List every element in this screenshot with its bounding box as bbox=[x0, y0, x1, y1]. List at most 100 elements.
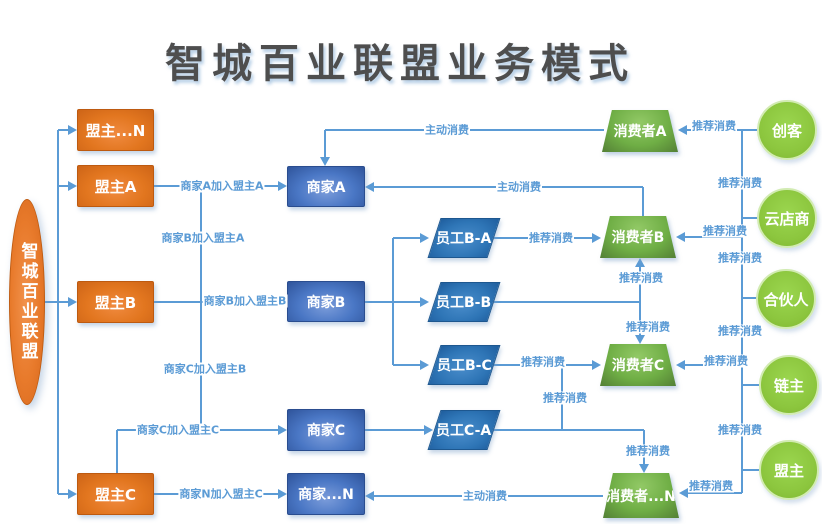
edge-label: 主动消费 bbox=[496, 180, 542, 194]
node-consumer-c: 消费者C bbox=[600, 344, 676, 386]
node-role-maker-circle: 创客 bbox=[757, 100, 817, 160]
consumer-c-label: 消费者C bbox=[611, 358, 665, 374]
leader-c-box-shape: 盟主C bbox=[77, 473, 154, 515]
edge-label: 商家C加入盟主C bbox=[135, 423, 221, 437]
connector-line bbox=[639, 302, 641, 337]
connector-line bbox=[741, 130, 743, 493]
arrowhead bbox=[365, 491, 374, 501]
connector-line bbox=[324, 130, 326, 159]
node-consumer-a: 消费者A bbox=[602, 110, 678, 152]
employee-b-a-shape: 员工B-A bbox=[427, 218, 501, 258]
edge-label: 推荐消费 bbox=[703, 354, 749, 368]
employee-b-c-shape: 员工B-C bbox=[427, 345, 501, 385]
arrowhead bbox=[420, 233, 429, 243]
node-employee-b-b: 员工B-B bbox=[427, 282, 501, 322]
leader-b-box-shape: 盟主B bbox=[77, 281, 154, 323]
connector-line bbox=[58, 493, 70, 495]
leader-a-box-label: 盟主A bbox=[94, 177, 137, 196]
arrowhead bbox=[592, 233, 601, 243]
consumer-b-label: 消费者B bbox=[611, 230, 665, 246]
connector-line bbox=[742, 217, 758, 219]
arrowhead bbox=[278, 181, 287, 191]
edge-label: 商家N加入盟主C bbox=[178, 487, 264, 501]
employee-b-c-label: 员工B-C bbox=[436, 358, 492, 374]
node-merchant-c-box: 商家C bbox=[287, 409, 365, 451]
arrowhead bbox=[592, 360, 601, 370]
arrowhead bbox=[678, 125, 687, 135]
node-employee-b-a: 员工B-A bbox=[427, 218, 501, 258]
arrowhead bbox=[420, 360, 429, 370]
edge-label: 推荐消费 bbox=[625, 444, 671, 458]
connector-line bbox=[393, 237, 422, 239]
connector-line bbox=[45, 301, 70, 303]
edge-label: 推荐消费 bbox=[625, 320, 671, 334]
connector-line bbox=[365, 301, 393, 303]
role-cloud-shop-circle-shape: 云店商 bbox=[757, 188, 817, 248]
edge-label: 商家B加入盟主B bbox=[202, 294, 288, 308]
role-maker-circle-label: 创客 bbox=[771, 121, 802, 140]
edge-label: 主动消费 bbox=[424, 123, 470, 137]
connector-line bbox=[393, 301, 422, 303]
node-leader-a-box: 盟主A bbox=[77, 165, 154, 207]
node-consumer-b: 消费者B bbox=[600, 216, 676, 258]
merchant-a-box-label: 商家A bbox=[306, 179, 346, 196]
employee-b-b-shape: 员工B-B bbox=[427, 282, 501, 322]
connector-line bbox=[116, 430, 118, 474]
edge-label: 商家B加入盟主A bbox=[160, 231, 246, 245]
merchant-n-box-shape: 商家...N bbox=[287, 473, 365, 515]
merchant-b-box-shape: 商家B bbox=[287, 281, 365, 322]
merchant-a-box-shape: 商家A bbox=[287, 166, 365, 207]
arrowhead bbox=[424, 425, 433, 435]
consumer-n-label: 消费者...N bbox=[606, 488, 676, 505]
node-merchant-a-box: 商家A bbox=[287, 166, 365, 207]
node-alliance-ellipse: 智城百业联盟 bbox=[9, 199, 45, 405]
edge-label: 推荐消费 bbox=[618, 271, 664, 285]
leader-n-box-shape: 盟主...N bbox=[77, 109, 154, 151]
role-chain-leader-circle-label: 链主 bbox=[773, 376, 804, 395]
role-league-leader-circle-shape: 盟主 bbox=[759, 440, 819, 500]
role-cloud-shop-circle-label: 云店商 bbox=[764, 209, 810, 228]
connector-line bbox=[688, 492, 742, 494]
node-employee-b-c: 员工B-C bbox=[427, 345, 501, 385]
connector-line bbox=[200, 186, 202, 430]
arrowhead bbox=[278, 425, 287, 435]
arrowhead bbox=[635, 258, 645, 267]
role-chain-leader-circle-shape: 链主 bbox=[759, 355, 819, 415]
edge-label: 推荐消费 bbox=[691, 119, 737, 133]
consumer-b-shape: 消费者B bbox=[600, 216, 676, 258]
connector-line bbox=[494, 429, 644, 431]
arrowhead bbox=[639, 464, 649, 473]
edge-label: 商家A加入盟主A bbox=[179, 179, 265, 193]
merchant-n-box-label: 商家...N bbox=[298, 487, 354, 503]
role-maker-circle-shape: 创客 bbox=[757, 100, 817, 160]
role-partner-circle-label: 合伙人 bbox=[763, 290, 809, 309]
edge-label: 推荐消费 bbox=[717, 324, 763, 338]
edge-label: 推荐消费 bbox=[688, 479, 734, 493]
arrowhead bbox=[278, 489, 287, 499]
edge-label: 主动消费 bbox=[462, 489, 508, 503]
node-merchant-b-box: 商家B bbox=[287, 281, 365, 322]
connector-line bbox=[742, 469, 759, 471]
node-leader-n-box: 盟主...N bbox=[77, 109, 154, 151]
connector-line bbox=[494, 301, 640, 303]
connector-line bbox=[365, 429, 426, 431]
consumer-a-label: 消费者A bbox=[613, 124, 667, 140]
edge-label: 商家C加入盟主B bbox=[162, 362, 248, 376]
merchant-c-box-label: 商家C bbox=[306, 423, 346, 439]
connector-line bbox=[642, 187, 644, 216]
node-role-chain-leader-circle: 链主 bbox=[759, 355, 819, 415]
node-merchant-n-box: 商家...N bbox=[287, 473, 365, 515]
arrowhead bbox=[420, 297, 429, 307]
arrowhead bbox=[676, 232, 685, 242]
arrowhead bbox=[635, 335, 645, 344]
arrowhead bbox=[68, 181, 77, 191]
edge-label: 推荐消费 bbox=[717, 251, 763, 265]
merchant-b-box-label: 商家B bbox=[306, 294, 346, 311]
node-leader-c-box: 盟主C bbox=[77, 473, 154, 515]
alliance-ellipse-label: 智城百业联盟 bbox=[17, 242, 38, 362]
connector-line bbox=[742, 384, 759, 386]
node-role-cloud-shop-circle: 云店商 bbox=[757, 188, 817, 248]
node-role-partner-circle: 合伙人 bbox=[756, 269, 816, 329]
alliance-ellipse-shape: 智城百业联盟 bbox=[9, 199, 45, 405]
